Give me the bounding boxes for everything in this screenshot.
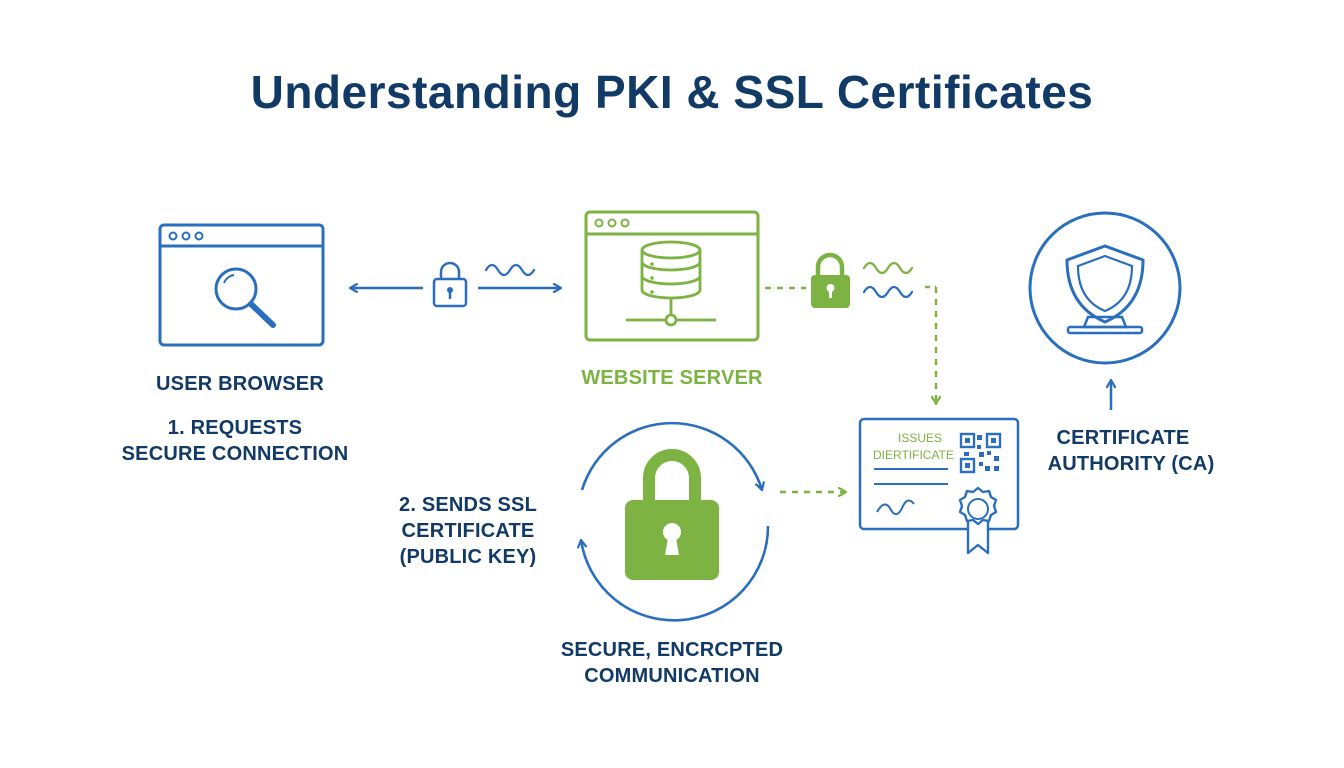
ca-label-line1: CERTIFICATE [1056,427,1190,449]
browser-label: USER BROWSER [156,373,324,395]
ssl-certificate-icon [858,417,1020,555]
qr-code-icon [959,432,1002,474]
padlock-cycle-icon [581,421,770,622]
step2-line2: CERTIFICATE [401,520,535,542]
magnifier-icon [214,267,276,328]
signal-wave-icon [862,285,914,299]
padlock-small-icon [432,261,468,308]
server-certificate-link [765,252,936,404]
channel-label-line1: SECURE, ENCRCPTED [560,639,784,661]
step2-line1: 2. SENDS SSL [399,494,537,516]
shield-badge-icon [1028,211,1182,365]
database-icon [626,240,716,327]
step1-line1: 1. REQUESTS [167,417,303,439]
certificate-text-line1: ISSUES [898,431,943,445]
page-title: Understanding PKI & SSL Certificates [250,66,1094,118]
step1-line2: SECURE CONNECTION [121,443,349,465]
ca-label-line2: AUTHORITY (CA) [1047,453,1215,475]
server-window-database-icon [584,210,760,342]
seal-ribbon-icon [958,486,998,555]
browser-server-link [350,261,561,308]
browser-window-search-icon [158,223,325,347]
signal-wave-icon [484,263,536,277]
certificate-text-line2: DIERTIFICATE [873,448,954,462]
signal-wave-icon [862,261,914,275]
channel-label-line2: COMMUNICATION [584,665,760,687]
step2-line3: (PUBLIC KEY) [399,546,537,568]
padlock-green-icon [811,252,850,308]
padlock-large-icon [625,449,719,580]
server-label: WEBSITE SERVER [581,367,763,389]
